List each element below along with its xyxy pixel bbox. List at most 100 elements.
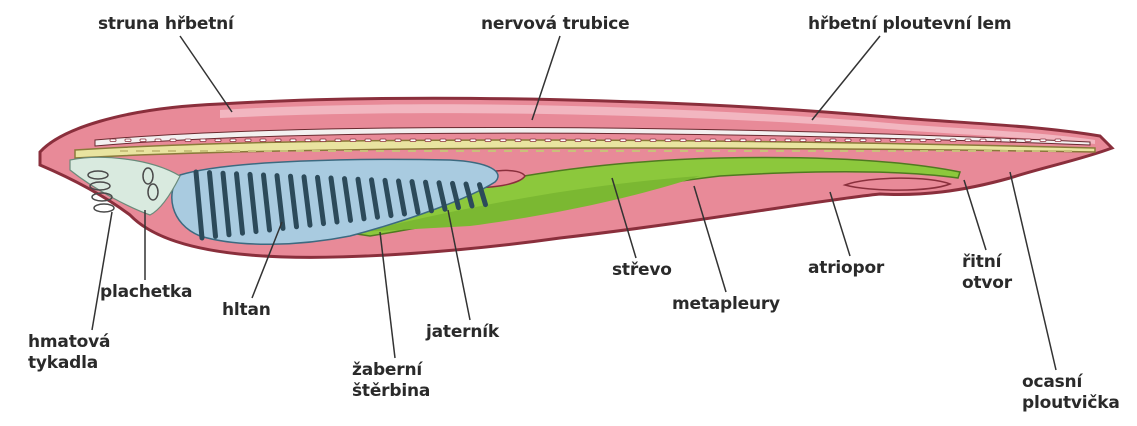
label-metapleury: metapleury xyxy=(672,294,780,315)
segment-mark xyxy=(875,139,881,142)
notochord-mark xyxy=(632,150,640,152)
notochord-mark xyxy=(440,150,448,152)
notochord-mark xyxy=(536,150,544,152)
segment-mark xyxy=(845,139,851,142)
notochord-mark xyxy=(824,150,832,152)
notochord-mark xyxy=(952,150,960,152)
label-streva: střevo xyxy=(612,260,672,281)
notochord-mark xyxy=(376,150,384,152)
segment-mark xyxy=(530,139,536,142)
notochord-mark xyxy=(1000,150,1008,152)
notochord-mark xyxy=(424,150,432,152)
notochord-mark xyxy=(968,150,976,152)
notochord-mark xyxy=(1048,150,1056,152)
label-atriopor: atriopor xyxy=(808,258,884,279)
segment-mark xyxy=(320,139,326,142)
segment-mark xyxy=(1055,139,1061,142)
notochord-mark xyxy=(1064,150,1072,152)
notochord-mark xyxy=(808,150,816,152)
notochord-mark xyxy=(616,150,624,152)
segment-mark xyxy=(500,139,506,142)
segment-mark xyxy=(710,139,716,142)
notochord-mark xyxy=(120,150,128,152)
notochord-mark xyxy=(504,150,512,152)
segment-mark xyxy=(545,139,551,142)
segment-mark xyxy=(950,139,956,142)
notochord-mark xyxy=(408,150,416,152)
segment-mark xyxy=(305,139,311,142)
segment-mark xyxy=(440,139,446,142)
notochord-mark xyxy=(568,150,576,152)
segment-mark xyxy=(770,139,776,142)
segment-mark xyxy=(230,139,236,142)
notochord-mark xyxy=(312,150,320,152)
notochord-mark xyxy=(680,150,688,152)
segment-mark xyxy=(245,139,251,142)
segment-mark xyxy=(725,139,731,142)
segment-mark xyxy=(680,139,686,142)
notochord-mark xyxy=(792,150,800,152)
notochord-mark xyxy=(936,150,944,152)
segment-mark xyxy=(1040,139,1046,142)
segment-mark xyxy=(425,139,431,142)
notochord-mark xyxy=(296,150,304,152)
label-nervova-trubice: nervová trubice xyxy=(481,14,629,35)
segment-mark xyxy=(290,139,296,142)
notochord-mark xyxy=(264,150,272,152)
notochord-mark xyxy=(728,150,736,152)
segment-mark xyxy=(980,139,986,142)
segment-mark xyxy=(110,139,116,142)
label-hrbetni-ploutevni-lem: hřbetní ploutevní lem xyxy=(808,14,1011,35)
segment-mark xyxy=(785,139,791,142)
segment-mark xyxy=(620,139,626,142)
segment-mark xyxy=(935,139,941,142)
notochord-mark xyxy=(856,150,864,152)
segment-mark xyxy=(1025,139,1031,142)
notochord-mark xyxy=(152,150,160,152)
segment-mark xyxy=(455,139,461,142)
notochord-mark xyxy=(712,150,720,152)
segment-mark xyxy=(215,139,221,142)
segment-mark xyxy=(200,139,206,142)
segment-mark xyxy=(575,139,581,142)
label-ocasni-ploutvicka: ocasní ploutvička xyxy=(1022,372,1120,414)
notochord-mark xyxy=(984,150,992,152)
label-jaternivak: jaterník xyxy=(426,322,499,343)
segment-mark xyxy=(350,139,356,142)
notochord-mark xyxy=(200,150,208,152)
segment-mark xyxy=(380,139,386,142)
segment-mark xyxy=(185,139,191,142)
segment-mark xyxy=(470,139,476,142)
segment-mark xyxy=(410,139,416,142)
notochord-mark xyxy=(904,150,912,152)
segment-mark xyxy=(830,139,836,142)
notochord-mark xyxy=(552,150,560,152)
segment-mark xyxy=(485,139,491,142)
segment-mark xyxy=(1010,139,1016,142)
segment-mark xyxy=(335,139,341,142)
segment-mark xyxy=(860,139,866,142)
segment-mark xyxy=(170,139,176,142)
segment-mark xyxy=(365,139,371,142)
notochord-mark xyxy=(232,150,240,152)
notochord-mark xyxy=(136,150,144,152)
notochord-mark xyxy=(664,150,672,152)
notochord-mark xyxy=(600,150,608,152)
notochord-mark xyxy=(472,150,480,152)
segment-mark xyxy=(635,139,641,142)
notochord-mark xyxy=(248,150,256,152)
notochord-mark xyxy=(168,150,176,152)
segment-mark xyxy=(395,139,401,142)
segment-mark xyxy=(890,139,896,142)
notochord-mark xyxy=(1016,150,1024,152)
segment-mark xyxy=(815,139,821,142)
notochord-mark xyxy=(760,150,768,152)
segment-mark xyxy=(155,139,161,142)
label-ritni-otvor: řitní otvor xyxy=(962,252,1012,294)
segment-mark xyxy=(650,139,656,142)
notochord-mark xyxy=(744,150,752,152)
notochord-mark xyxy=(776,150,784,152)
notochord-mark xyxy=(696,150,704,152)
label-hltan: hltan xyxy=(222,300,271,321)
